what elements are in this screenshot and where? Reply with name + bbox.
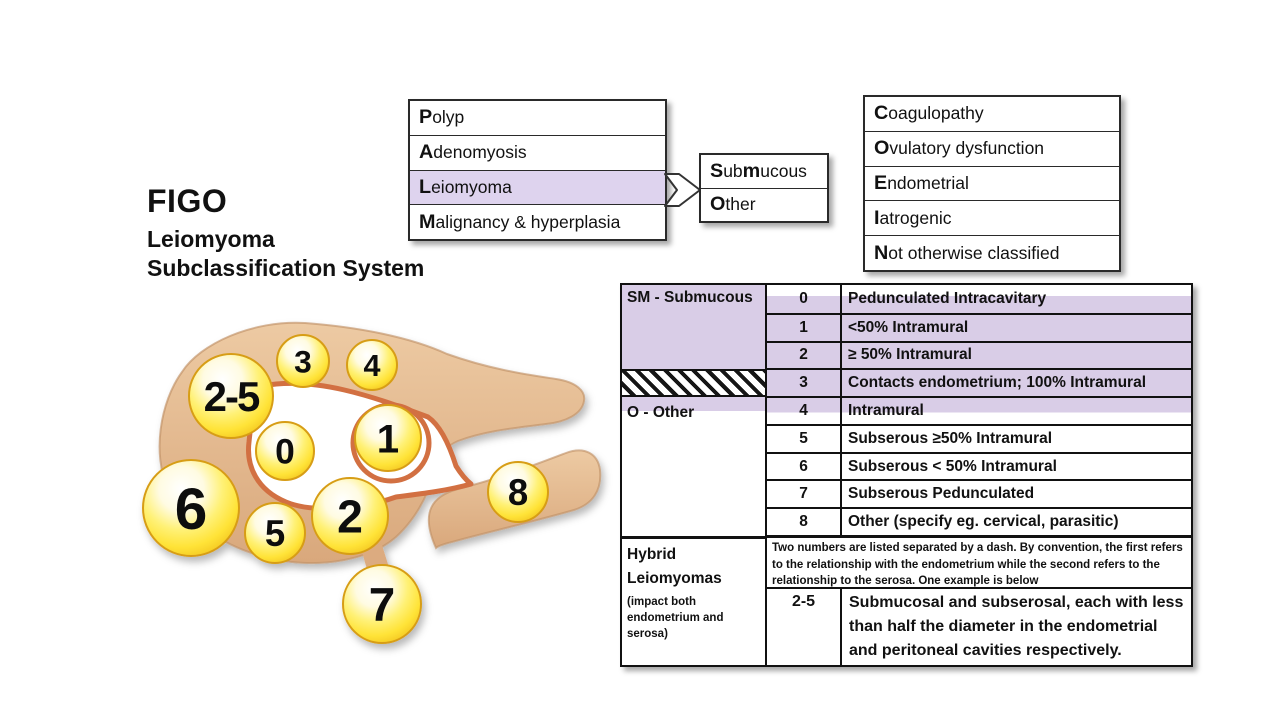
- hybrid-label-line2: Leiomyomas: [627, 570, 722, 588]
- row-description: Subserous Pedunculated: [848, 485, 1035, 503]
- fibroid-ball-label: 0: [275, 433, 295, 472]
- hybrid-example-number: 2-5: [767, 589, 842, 666]
- row-number: 8: [767, 509, 842, 536]
- row-number: 5: [767, 425, 842, 452]
- row-number: 0: [767, 285, 842, 313]
- table-row-2: 2≥ 50% Intramural: [767, 340, 1191, 369]
- row-description: Contacts endometrium; 100% Intramural: [842, 370, 1191, 397]
- table-row-5: 5 Subserous ≥50% Intramural: [767, 423, 1191, 452]
- row-description: Pedunculated Intracavitary: [842, 285, 1191, 313]
- table-row-7: 7 Subserous Pedunculated: [767, 479, 1191, 508]
- fibroid-ball-label: 2-5: [204, 373, 260, 420]
- row-number: 6: [767, 453, 842, 480]
- title-figo: FIGO: [147, 183, 228, 219]
- row-number: 7: [767, 481, 842, 508]
- pedunculated-stalk: [360, 545, 392, 580]
- fibroid-ball-label: 2: [337, 491, 363, 543]
- fibroid-ball-label: 1: [377, 416, 399, 461]
- row-number: 3: [767, 370, 842, 397]
- fibroid-ball-2: [311, 477, 389, 555]
- fibroid-ball-label: 8: [508, 472, 528, 513]
- table-left-column: SM - Submucous O - Other Hybrid Leiomyom…: [622, 285, 767, 665]
- fibroid-ball-0: [255, 421, 315, 481]
- hybrid-note: Two numbers are listed separated by a da…: [767, 535, 1191, 587]
- uterus-lower-arm: [427, 449, 602, 550]
- fibroid-ball-label: 6: [175, 477, 208, 542]
- row-description: Other (specify eg. cervical, parasitic): [848, 513, 1119, 531]
- row-description: Subserous < 50% Intramural: [848, 457, 1057, 475]
- fibroid-ball-label: 5: [265, 513, 285, 554]
- hybrid-header: Hybrid Leiomyomas (impact both endometri…: [622, 536, 765, 665]
- row-description: <50% Intramural: [842, 314, 1191, 341]
- fibroid-ball-label: 7: [369, 579, 395, 632]
- fibroid-ball-5: [244, 502, 306, 564]
- hatch-cell: [622, 369, 765, 397]
- classification-table: SM - Submucous O - Other Hybrid Leiomyom…: [620, 283, 1193, 667]
- sm-submucous-header: SM - Submucous: [622, 285, 765, 369]
- fibroid-ball-3: [276, 334, 330, 388]
- fibroid-ball-label: 4: [364, 349, 381, 383]
- fibroid-ball-2-5: [188, 353, 274, 439]
- fibroid-ball-label: 3: [294, 343, 312, 379]
- o-other-header: O - Other: [622, 397, 765, 536]
- row-number: 1: [767, 314, 842, 341]
- table-row-6: 6 Subserous < 50% Intramural: [767, 451, 1191, 480]
- title-leiomyoma: Leiomyoma: [147, 226, 275, 253]
- fibroid-ball-1: [354, 404, 422, 472]
- hybrid-label-line1: Hybrid: [627, 546, 677, 563]
- arrow-right-icon: [664, 173, 701, 207]
- hybrid-example-desc: Submucosal and subserosal, each with les…: [849, 594, 1184, 660]
- row-description: Intramural: [842, 398, 1191, 424]
- uterus-body: [158, 321, 586, 565]
- page-title: FIGO Leiomyoma Subclassification System: [147, 183, 425, 283]
- table-row-8: 8 Other (specify eg. cervical, parasitic): [767, 507, 1191, 536]
- row-description: Subserous ≥50% Intramural: [848, 429, 1053, 447]
- endometrial-cavity: [246, 380, 474, 512]
- cavity-ring-ball1: [350, 402, 432, 484]
- fibroid-ball-7: [342, 564, 422, 644]
- fibroid-ball-6: [142, 459, 240, 557]
- title-subclassification: Subclassification System: [147, 254, 425, 281]
- row-number: 2: [767, 342, 842, 369]
- row-number: 4: [767, 398, 842, 424]
- fibroid-ball-8: [487, 461, 549, 523]
- row-description: ≥ 50% Intramural: [842, 342, 1191, 369]
- table-row-1: 1<50% Intramural: [767, 312, 1191, 341]
- fibroid-ball-4: [346, 339, 398, 391]
- hybrid-label-sub: (impact both endometrium and serosa): [627, 596, 724, 641]
- hybrid-example-row: 2-5 Submucosal and subserosal, each with…: [767, 587, 1191, 666]
